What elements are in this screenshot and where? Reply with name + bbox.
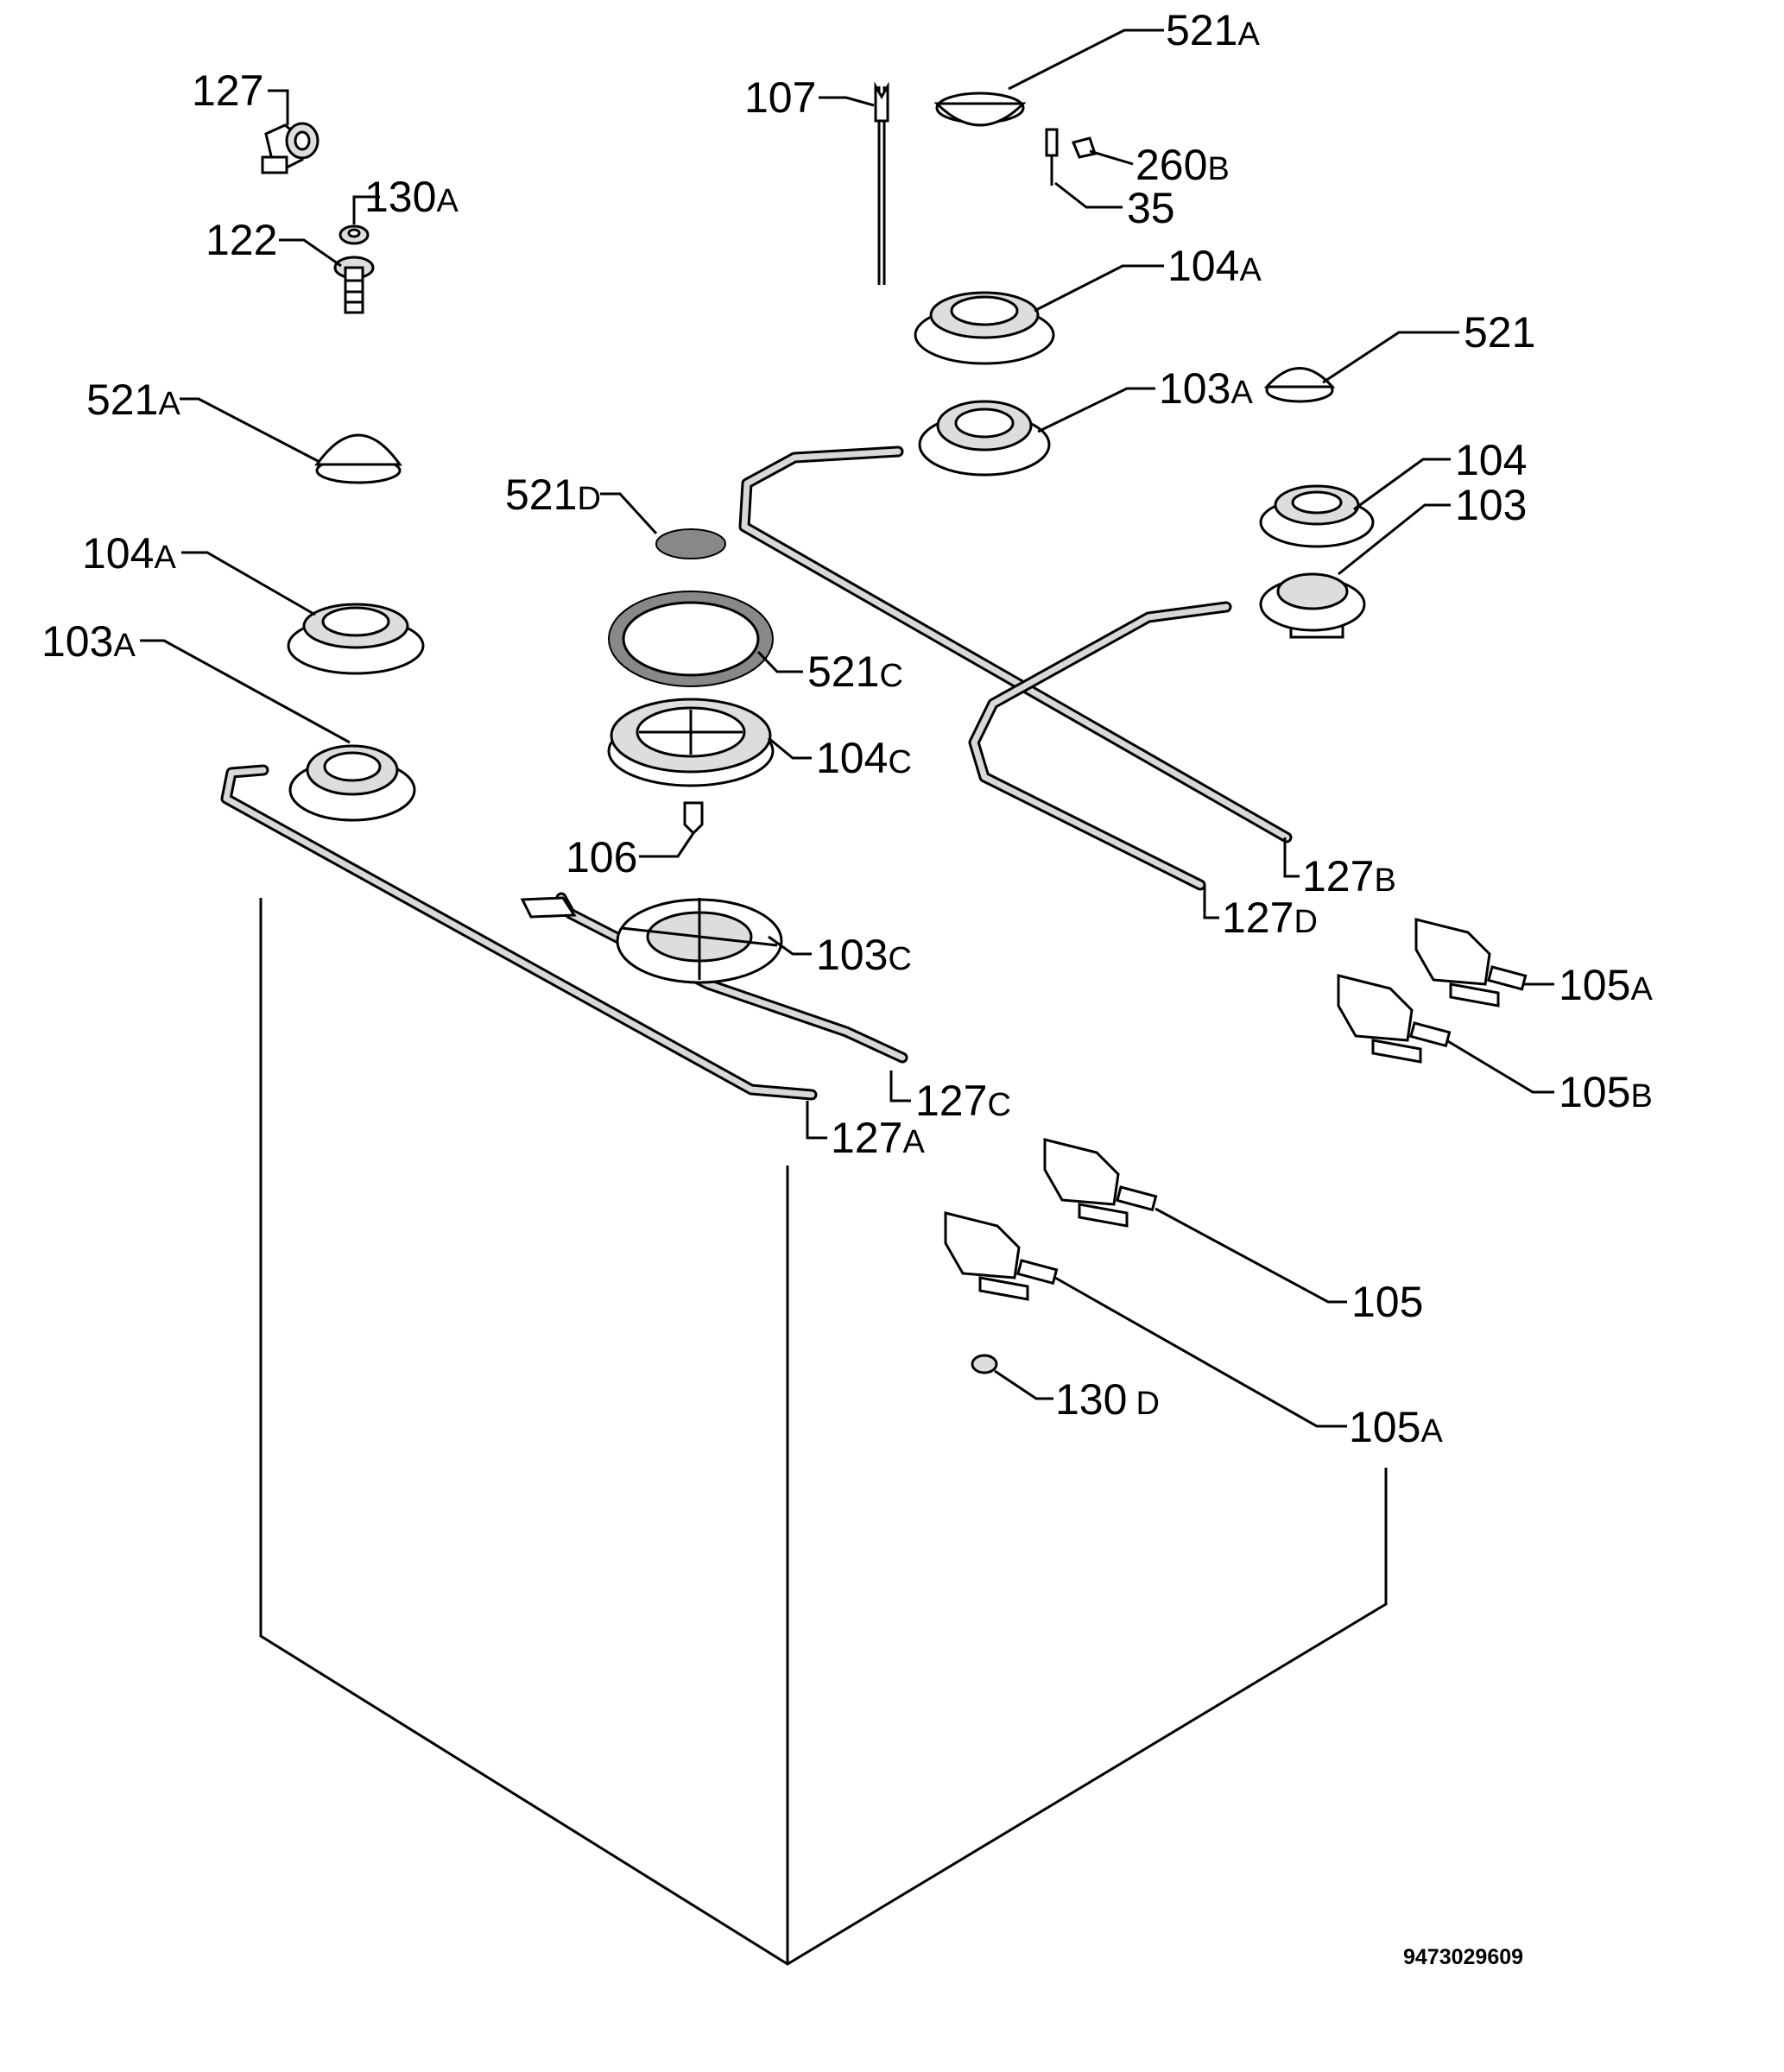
gas-valve-105a-top	[1414, 918, 1528, 1008]
thermocouple-260b	[1071, 136, 1097, 159]
gas-valve-105	[1043, 1138, 1158, 1228]
label-104c: 104C	[816, 734, 912, 782]
flame-spreader-104a-top	[914, 291, 1055, 365]
label-130a: 130A	[364, 173, 459, 221]
burner-base-103a-left	[288, 744, 416, 822]
label-106: 106	[566, 833, 637, 881]
label-521d: 521D	[505, 471, 601, 519]
label-104: 104	[1455, 436, 1527, 484]
label-104a-left: 104A	[82, 529, 176, 578]
burner-cap-521a-left	[314, 433, 402, 484]
connector-122	[333, 256, 375, 314]
washer-130a	[338, 224, 370, 245]
burner-base-103c	[520, 896, 783, 984]
label-104a-top: 104A	[1167, 242, 1262, 290]
injector-106	[683, 801, 704, 836]
burner-base-103	[1259, 572, 1366, 639]
label-521c: 521C	[807, 648, 903, 696]
ring-521c	[608, 591, 774, 687]
label-105: 105	[1351, 1278, 1423, 1326]
part-labels: 127 130A 122 521A 104A 103A 107 521A 260…	[41, 6, 1653, 1451]
burner-cap-521a-top	[933, 92, 1027, 127]
label-103: 103	[1455, 481, 1527, 529]
pipe-127d	[968, 601, 1232, 891]
label-127d: 127D	[1222, 894, 1318, 942]
label-127a: 127A	[831, 1114, 925, 1162]
gas-valve-105a-bottom	[944, 1211, 1059, 1301]
leader-lines	[140, 28, 1554, 1428]
label-521: 521	[1464, 308, 1535, 357]
elbow-fitting-127	[261, 122, 319, 174]
gas-valve-105b	[1337, 974, 1452, 1064]
pipe-127a	[220, 764, 818, 1101]
label-105a-top: 105A	[1559, 961, 1653, 1009]
housing-outline	[259, 898, 1388, 1966]
label-127b: 127B	[1302, 852, 1396, 900]
flame-spreader-104a-left	[287, 603, 425, 675]
label-35: 35	[1127, 184, 1175, 232]
label-107: 107	[744, 73, 816, 122]
label-127: 127	[192, 66, 263, 115]
gauze-521d	[655, 528, 726, 559]
label-103c: 103C	[816, 931, 912, 979]
nut-130d	[971, 1354, 998, 1374]
burner-cap-521	[1263, 367, 1336, 403]
burner-base-103a-top	[918, 400, 1051, 477]
label-103a-left: 103A	[41, 617, 136, 666]
label-521a-left: 521A	[86, 376, 180, 424]
label-105a-bottom: 105A	[1349, 1403, 1443, 1451]
electrode-107	[874, 81, 889, 285]
flame-spreader-104c	[607, 698, 775, 787]
label-127c: 127C	[915, 1077, 1011, 1125]
ignition-candle-35	[1045, 128, 1059, 186]
label-122: 122	[206, 216, 277, 264]
drawing-number: 9473029609	[1403, 1945, 1523, 1969]
label-105b: 105B	[1559, 1068, 1653, 1116]
label-103a-top: 103A	[1159, 364, 1253, 413]
label-260b: 260B	[1136, 141, 1230, 189]
flame-spreader-104	[1259, 484, 1375, 548]
label-521a-top: 521A	[1166, 6, 1260, 54]
pipe-127b	[738, 445, 1293, 843]
